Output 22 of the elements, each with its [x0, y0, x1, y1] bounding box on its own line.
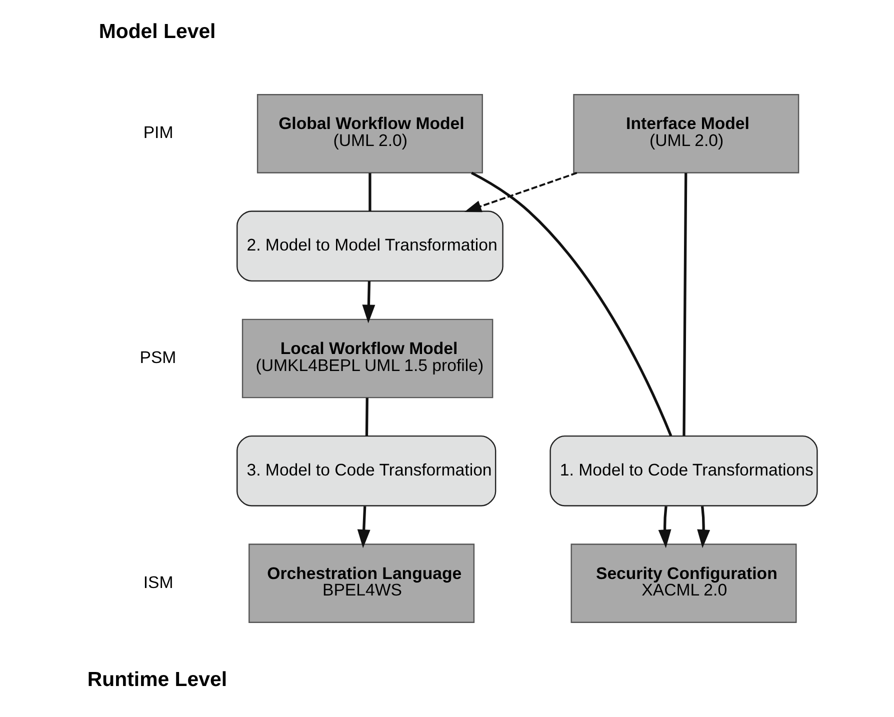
node-box: Interface Model (UML 2.0) — [572, 94, 799, 174]
node-box: Security Configuration XACML 2.0 — [570, 544, 796, 623]
node-box: Orchestration Language BPEL4WS — [248, 544, 474, 623]
arrow — [658, 506, 671, 548]
connector — [470, 172, 672, 436]
label: ISM — [142, 572, 173, 592]
connector — [368, 173, 371, 212]
node-box: 1. Model to Code Transformations — [549, 435, 818, 506]
arrow — [356, 506, 370, 548]
label: Model Level — [98, 21, 216, 44]
connector — [682, 172, 687, 436]
label: PSM — [139, 348, 176, 367]
node-box: Global Workflow Model (UML 2.0) — [256, 94, 482, 174]
arrow — [362, 281, 375, 324]
label: Runtime Level — [86, 669, 227, 692]
arrow — [696, 506, 710, 548]
connector — [364, 398, 368, 436]
label: PIM — [142, 123, 173, 142]
node-box: 3. Model to Code Transformation — [236, 435, 496, 506]
node-box: 2. Model to Model Transformation — [236, 210, 503, 282]
node-box: Local Workflow Model (UMKL4BEPL UML 1.5 profile) — [241, 318, 493, 398]
arrow — [464, 172, 577, 212]
